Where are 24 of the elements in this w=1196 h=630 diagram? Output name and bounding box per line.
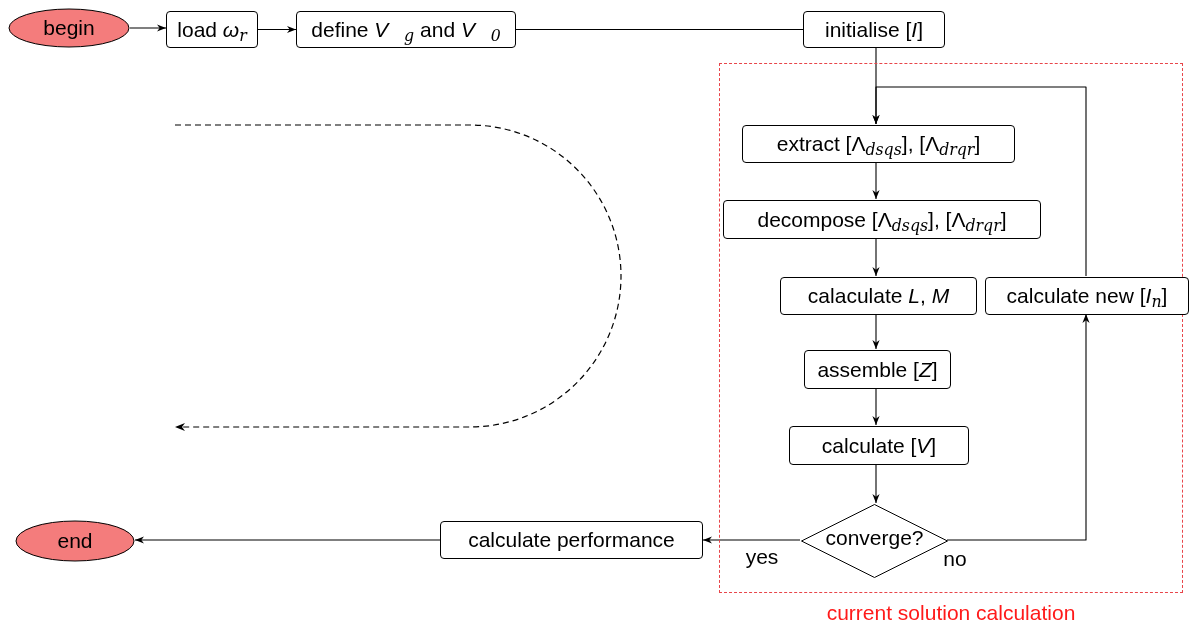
arrow: [702, 536, 801, 544]
terminal-ellipse: begin: [8, 8, 130, 48]
process-box: load ω$_{r}$: [166, 11, 258, 48]
terminal-ellipse: end: [15, 520, 135, 562]
process-box: decompose [Λ$_{dsqs}$], [Λ$_{drqr}$]: [723, 200, 1041, 239]
arrow: [129, 24, 167, 32]
arrow: [872, 463, 880, 504]
arrow: [257, 25, 297, 34]
process-box: calculate [V]: [789, 426, 969, 465]
process-box: initialise [I]: [803, 11, 945, 48]
process-box: calaculate L, M: [780, 277, 977, 315]
arrow: [872, 387, 880, 426]
arrow: [134, 536, 441, 544]
region-caption: current solution calculation: [826, 600, 1076, 626]
process-box: calculate performance: [440, 521, 703, 559]
arrow: [946, 313, 1090, 541]
arrow: [872, 313, 880, 350]
process-box: calculate new [I$_{n}$]: [985, 277, 1189, 315]
arrow: [872, 237, 880, 277]
arrow: [872, 86, 1087, 277]
process-box: define V⃗$_{g}$ and V⃗$_{0}$: [296, 11, 516, 48]
arrow: [872, 161, 880, 200]
process-box: extract [Λ$_{dsqs}$], [Λ$_{drqr}$]: [742, 125, 1015, 163]
process-box: assemble [Z]: [804, 350, 951, 389]
